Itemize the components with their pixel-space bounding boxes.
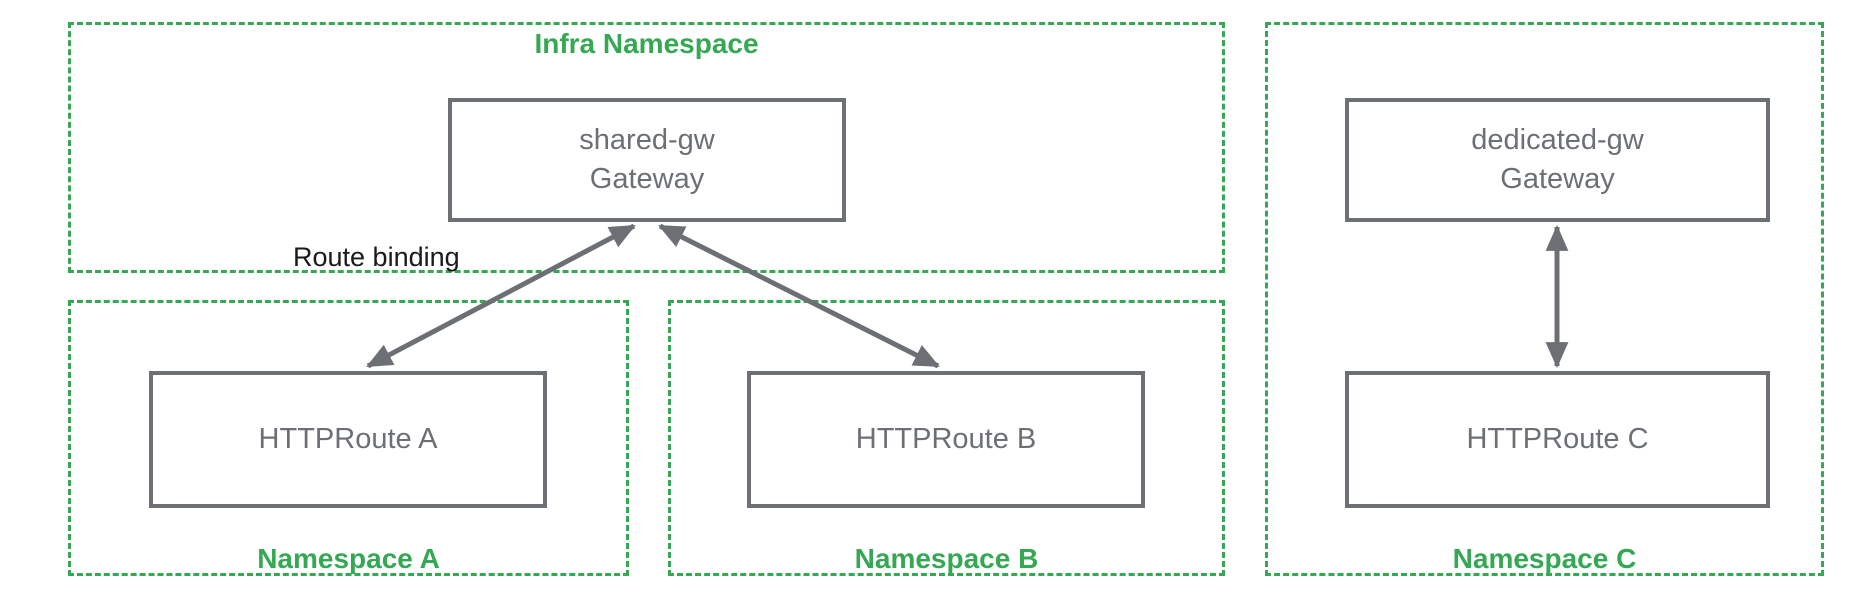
namespace-label-a: Namespace A: [257, 543, 440, 574]
resource-kind-dedicated-gw: Gateway: [1500, 163, 1615, 195]
resource-box-httproute-b[interactable]: HTTPRoute B: [747, 371, 1145, 508]
namespace-label-infra: Infra Namespace: [534, 28, 759, 59]
resource-name-httproute-a: HTTPRoute A: [258, 422, 438, 455]
namespace-container-c: [1265, 22, 1824, 576]
resource-kind-shared-gw: Gateway: [589, 163, 705, 195]
namespace-container-infra: [68, 22, 1225, 273]
namespace-label-c: Namespace C: [1452, 543, 1637, 574]
resource-name-httproute-b: HTTPRoute B: [855, 422, 1037, 455]
namespace-container-b: [668, 300, 1225, 576]
namespace-label-b: Namespace B: [854, 543, 1039, 574]
resource-box-httproute-c[interactable]: HTTPRoute C: [1345, 371, 1770, 508]
resource-box-httproute-a[interactable]: HTTPRoute A: [149, 371, 547, 508]
edge-label-route-binding: Route binding: [293, 242, 460, 272]
namespace-container-a: [68, 300, 629, 576]
resource-name-shared-gw: shared-gw: [579, 123, 715, 156]
resource-name-httproute-c: HTTPRoute C: [1466, 422, 1649, 455]
resource-box-shared-gw[interactable]: shared-gw Gateway: [448, 98, 846, 222]
resource-box-dedicated-gw[interactable]: dedicated-gw Gateway: [1345, 98, 1770, 222]
resource-name-dedicated-gw: dedicated-gw: [1471, 123, 1644, 156]
